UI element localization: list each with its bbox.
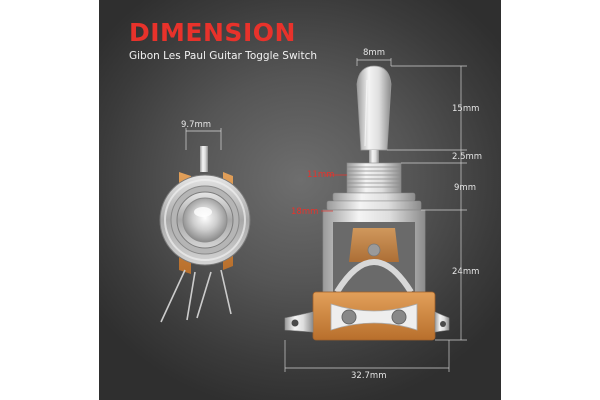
product-subtitle: Gibon Les Paul Guitar Toggle Switch [129, 50, 318, 62]
width-top-label: 9.7mm [181, 120, 211, 130]
collar-height-label: 2.5mm [452, 152, 482, 162]
lever-shaft [369, 150, 379, 163]
nut-diameter-label: 18mm [291, 207, 318, 217]
terminal-leg [196, 271, 212, 319]
terminal-leg [160, 269, 186, 323]
thread-diameter-label: 11mm [307, 170, 334, 180]
page-title: DIMENSION [129, 18, 296, 47]
total-width-label: 32.7mm [351, 371, 387, 381]
dimension-drawing: 9.7mm [159, 48, 482, 381]
body-height-label: 24mm [452, 267, 479, 277]
terminal-leg [186, 271, 196, 321]
threaded-bushing [346, 162, 402, 194]
terminal-tab-top [200, 146, 208, 172]
dimension-lines [284, 58, 467, 372]
hex-nut [332, 192, 416, 202]
terminal-leg [220, 269, 232, 315]
product-image-panel: DIMENSION Gibon Les Paul Guitar Toggle S… [99, 0, 501, 400]
switch-knob [182, 197, 228, 243]
lever-tip [356, 65, 392, 151]
front-view-switch [159, 146, 251, 323]
side-view-switch [284, 65, 450, 341]
washer [326, 200, 422, 211]
mount-ear-left [284, 311, 314, 333]
thread-height-label: 9mm [454, 183, 476, 193]
dimension-width-top: 9.7mm [181, 120, 222, 150]
tip-width-label: 8mm [363, 48, 385, 58]
tip-height-label: 15mm [452, 104, 479, 114]
frame-arc [334, 259, 414, 294]
